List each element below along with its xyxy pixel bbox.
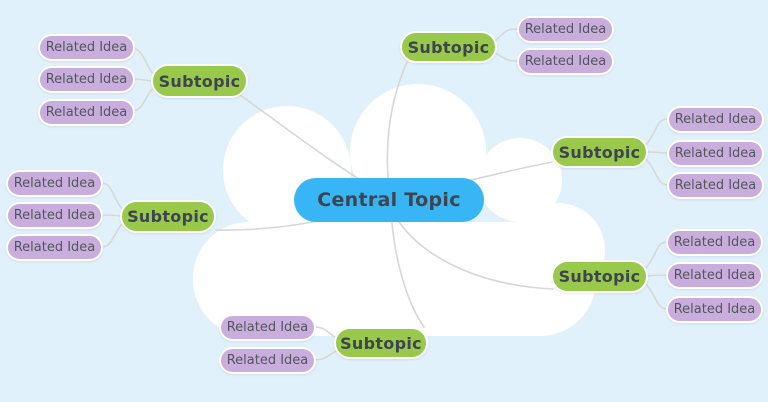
subtopic-node-left-middle[interactable]: Subtopic xyxy=(120,200,216,233)
subtopic-node-top-center[interactable]: Subtopic xyxy=(400,31,497,63)
subtopic-node-top-left[interactable]: Subtopic xyxy=(151,64,248,98)
related-idea-node[interactable]: Related Idea xyxy=(38,34,135,61)
related-idea-node[interactable]: Related Idea xyxy=(6,170,103,197)
related-idea-node[interactable]: Related Idea xyxy=(38,99,135,126)
subtopic-node-right-lower[interactable]: Subtopic xyxy=(551,260,648,293)
related-idea-node[interactable]: Related Idea xyxy=(667,106,764,133)
related-idea-node[interactable]: Related Idea xyxy=(219,347,316,374)
related-idea-node[interactable]: Related Idea xyxy=(666,229,763,256)
related-idea-node[interactable]: Related Idea xyxy=(517,16,614,43)
related-idea-node[interactable]: Related Idea xyxy=(667,140,764,167)
central-topic-node[interactable]: Central Topic xyxy=(294,178,484,222)
related-idea-node[interactable]: Related Idea xyxy=(666,262,763,289)
related-idea-node[interactable]: Related Idea xyxy=(667,172,764,199)
related-idea-node[interactable]: Related Idea xyxy=(6,234,103,261)
subtopic-node-right-upper[interactable]: Subtopic xyxy=(551,136,648,168)
subtopic-node-bottom-center[interactable]: Subtopic xyxy=(334,327,428,359)
related-idea-node[interactable]: Related Idea xyxy=(6,202,103,229)
related-idea-node[interactable]: Related Idea xyxy=(219,314,316,341)
related-idea-node[interactable]: Related Idea xyxy=(517,48,614,75)
related-idea-node[interactable]: Related Idea xyxy=(666,296,763,323)
related-idea-node[interactable]: Related Idea xyxy=(38,66,135,93)
